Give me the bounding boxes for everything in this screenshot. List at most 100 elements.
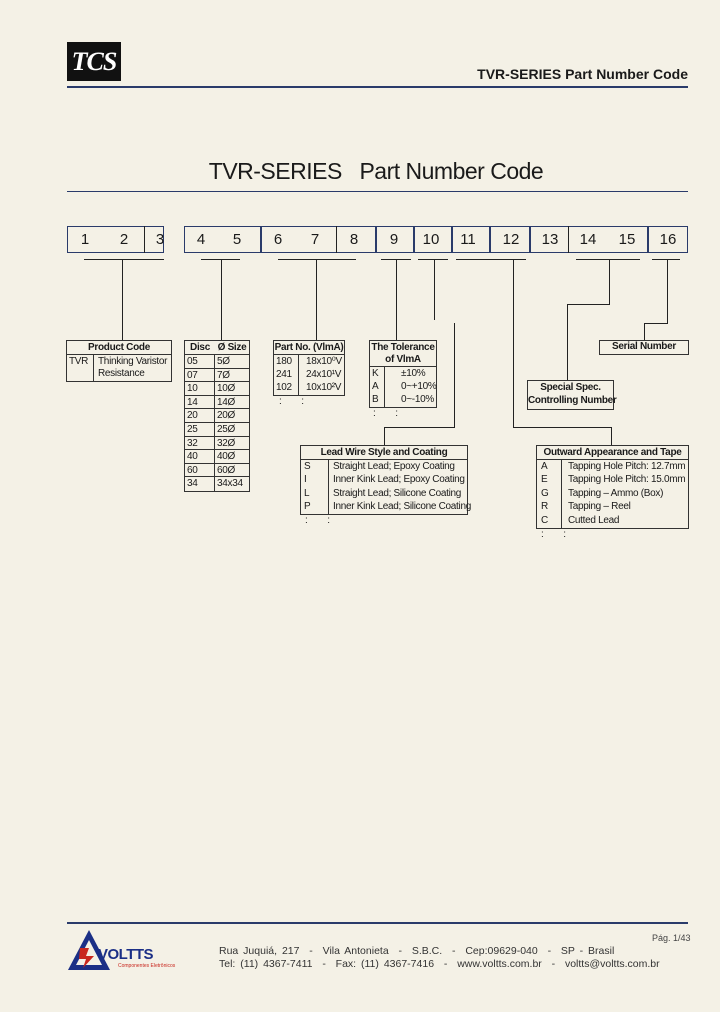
table-divider	[67, 354, 171, 355]
product-code-desc-2: Resistance	[98, 368, 145, 379]
footer-address: Rua Juquiá, 217 - Vila Antonieta - S.B.C…	[219, 945, 615, 957]
disc-code: 34	[187, 478, 198, 490]
size-col-header: Ø Size	[217, 342, 247, 353]
connector-lead-horizontal	[384, 427, 455, 428]
header-title: TVR-SERIES Part Number Code	[477, 66, 688, 82]
lead-code-2: L	[304, 488, 310, 499]
part-no-code-0: 180	[276, 356, 292, 367]
tolerance-code-2: B	[372, 394, 379, 405]
connector-lead	[434, 259, 435, 320]
digit-7: 7	[310, 231, 320, 248]
lead-wire-title: Lead Wire Style and Coating	[320, 447, 448, 458]
digit-group-product-code	[67, 226, 164, 253]
digit-divider	[336, 226, 337, 253]
table-divider	[301, 459, 467, 460]
connector-special-horizontal	[513, 427, 611, 428]
outward-code-4: C	[541, 515, 548, 526]
outward-title: Outward Appearance and Tape	[543, 447, 682, 458]
outward-desc-1: Tapping Hole Pitch: 15.0mm	[568, 474, 686, 485]
disc-code: 05	[187, 356, 198, 367]
disc-size: 14Ø	[217, 396, 236, 408]
lead-wire-table: Lead Wire Style and Coating S Straight L…	[300, 445, 471, 515]
part-no-value-1: 24x10¹V	[306, 369, 342, 380]
digit-5: 5	[232, 231, 242, 248]
lead-desc-3: Inner Kink Lead; Silicone Coating	[333, 501, 471, 512]
connector-lead-right	[454, 323, 455, 427]
part-no-ellipsis: : :	[279, 396, 305, 407]
table-divider	[370, 366, 436, 367]
page-title: TVR-SERIES Part Number Code	[208, 158, 544, 184]
table-divider	[537, 459, 688, 460]
disc-code: 32	[187, 437, 198, 449]
table-divider	[185, 394, 249, 396]
tolerance-code-0: K	[372, 368, 379, 379]
table-divider	[185, 476, 249, 478]
digit-1: 1	[80, 231, 90, 248]
connector-tolerance	[396, 259, 397, 340]
tolerance-title-2: of VlmA	[385, 354, 421, 365]
product-code-table: Product Code TVR Thinking Varistor Resis…	[66, 340, 172, 382]
digit-group-disc	[184, 226, 261, 253]
table-divider	[185, 449, 249, 451]
voltts-logo-icon	[68, 930, 110, 970]
bracket-outward	[576, 259, 640, 260]
digit-14: 14	[579, 231, 597, 248]
digit-13: 13	[541, 231, 559, 248]
connector-special-down	[611, 427, 612, 445]
digit-divider	[144, 226, 145, 253]
digit-group-tolerance	[376, 226, 414, 253]
disc-size: 25Ø	[217, 424, 236, 435]
disc-code: 40	[187, 451, 198, 463]
disc-size: 60Ø	[217, 464, 236, 476]
outward-code-2: G	[541, 488, 549, 499]
digit-group-part-no	[261, 226, 376, 253]
disc-code: 60	[187, 464, 198, 476]
serial-number-box: Serial Number	[599, 340, 689, 355]
digit-10: 10	[422, 231, 440, 248]
outward-code-3: R	[541, 501, 548, 512]
digit-6: 6	[273, 231, 283, 248]
title-divider	[67, 191, 688, 192]
table-divider	[185, 367, 249, 369]
part-no-value-2: 10x10²V	[306, 382, 342, 393]
table-divider	[185, 435, 249, 437]
lead-code-0: S	[304, 461, 311, 472]
connector-outward	[609, 259, 610, 304]
tolerance-title-1: The Tolerance	[371, 342, 435, 353]
outward-ellipsis: : :	[541, 529, 567, 540]
tolerance-code-1: A	[372, 381, 379, 392]
footer-contact: Tel: (11) 4367-7411 - Fax: (11) 4367-741…	[219, 958, 660, 970]
digit-8: 8	[349, 231, 359, 248]
digit-divider	[568, 226, 569, 253]
table-divider	[185, 422, 249, 423]
digit-12: 12	[502, 231, 520, 248]
tolerance-value-1: 0~+10%	[401, 381, 437, 392]
page-number: Pág. 1/43	[652, 933, 691, 943]
table-divider	[185, 462, 249, 464]
disc-code: 10	[187, 383, 198, 395]
disc-col-header: Disc	[190, 342, 210, 353]
footer-divider	[67, 922, 688, 924]
tolerance-ellipsis: : :	[373, 408, 399, 419]
product-code-title: Product Code	[88, 342, 150, 353]
connector-product-code	[122, 259, 123, 340]
connector-outward-horizontal	[567, 304, 610, 305]
connector-part-no	[316, 259, 317, 340]
table-divider	[274, 354, 344, 355]
digit-15: 15	[618, 231, 636, 248]
table-divider	[561, 459, 562, 528]
digit-group-lead	[414, 226, 452, 253]
connector-outward-down	[567, 304, 568, 380]
bracket-disc	[201, 259, 240, 260]
part-no-title: Part No. (VlmA)	[274, 342, 344, 353]
disc-size: 32Ø	[217, 437, 236, 449]
disc-size: 5Ø	[217, 356, 230, 367]
bracket-lead	[418, 259, 448, 260]
bracket-part-no	[278, 259, 356, 260]
bracket-serial	[652, 259, 680, 260]
connector-disc	[221, 259, 222, 340]
outward-code-0: A	[541, 461, 548, 472]
lead-desc-2: Straight Lead; Silicone Coating	[333, 488, 462, 499]
connector-special	[513, 259, 514, 427]
digit-11: 11	[460, 231, 476, 248]
